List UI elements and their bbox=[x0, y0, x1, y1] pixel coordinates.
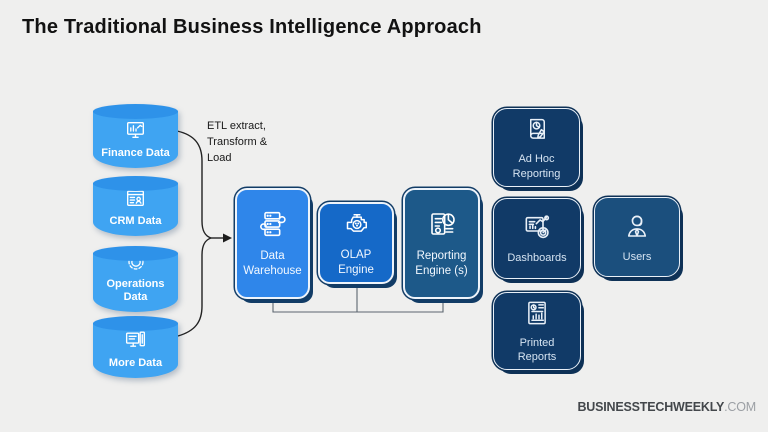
pipeline-reporting-engine: Reporting Engine (s) bbox=[403, 188, 480, 299]
more-data-icon bbox=[125, 331, 146, 348]
page-title: The Traditional Business Intelligence Ap… bbox=[22, 16, 482, 38]
cylinder-cap bbox=[93, 176, 178, 191]
brand-footer: BUSINESSTECHWEEKLY.COM bbox=[577, 400, 756, 414]
cylinder-cap bbox=[93, 316, 178, 331]
source-label: More Data bbox=[108, 357, 163, 370]
etl-note: ETL extract, Transform & Load bbox=[207, 120, 268, 164]
pipeline-label: Reporting Engine (s) bbox=[415, 250, 468, 277]
output-label: Dashboards bbox=[507, 252, 567, 265]
pipeline-label: OLAP Engine bbox=[338, 248, 374, 276]
source-label: Finance Data bbox=[101, 147, 170, 160]
output-printed-reports: Printed Reports bbox=[493, 292, 581, 370]
data-warehouse-icon bbox=[259, 211, 286, 237]
source-operations-data: Operations Data bbox=[93, 246, 178, 312]
output-label: Ad Hoc Reporting bbox=[512, 153, 561, 180]
dashboards-icon bbox=[525, 215, 550, 239]
finance-chart-icon bbox=[127, 122, 144, 139]
ad-hoc-reporting-icon bbox=[529, 119, 545, 140]
source-crm-data: CRM Data bbox=[93, 176, 178, 236]
source-label: CRM Data bbox=[109, 215, 162, 228]
olap-engine-icon bbox=[346, 213, 367, 232]
brand-domain: .COM bbox=[724, 400, 756, 414]
reporting-engine-icon bbox=[430, 213, 455, 235]
printed-reports-icon bbox=[528, 301, 546, 325]
brand-name: BUSINESSTECHWEEKLY bbox=[577, 400, 725, 414]
output-label: Printed Reports bbox=[517, 336, 557, 363]
cylinder-cap bbox=[93, 246, 178, 261]
output-users: Users bbox=[594, 197, 680, 277]
source-more-data: More Data bbox=[93, 316, 178, 378]
pipeline-olap-engine: OLAP Engine bbox=[318, 202, 394, 284]
source-label: Operations Data bbox=[106, 277, 165, 304]
source-finance-data: Finance Data bbox=[93, 104, 178, 168]
output-dashboards: Dashboards bbox=[493, 198, 581, 279]
pipeline-data-warehouse: Data Warehouse bbox=[235, 188, 310, 299]
arrowhead-icon bbox=[223, 233, 232, 243]
output-ad-hoc-reporting: Ad Hoc Reporting bbox=[493, 108, 580, 187]
pipeline-label: Data Warehouse bbox=[243, 250, 302, 277]
users-icon bbox=[627, 215, 647, 237]
output-label: Users bbox=[622, 250, 652, 263]
crm-icon bbox=[127, 190, 144, 207]
cylinder-cap bbox=[93, 104, 178, 119]
